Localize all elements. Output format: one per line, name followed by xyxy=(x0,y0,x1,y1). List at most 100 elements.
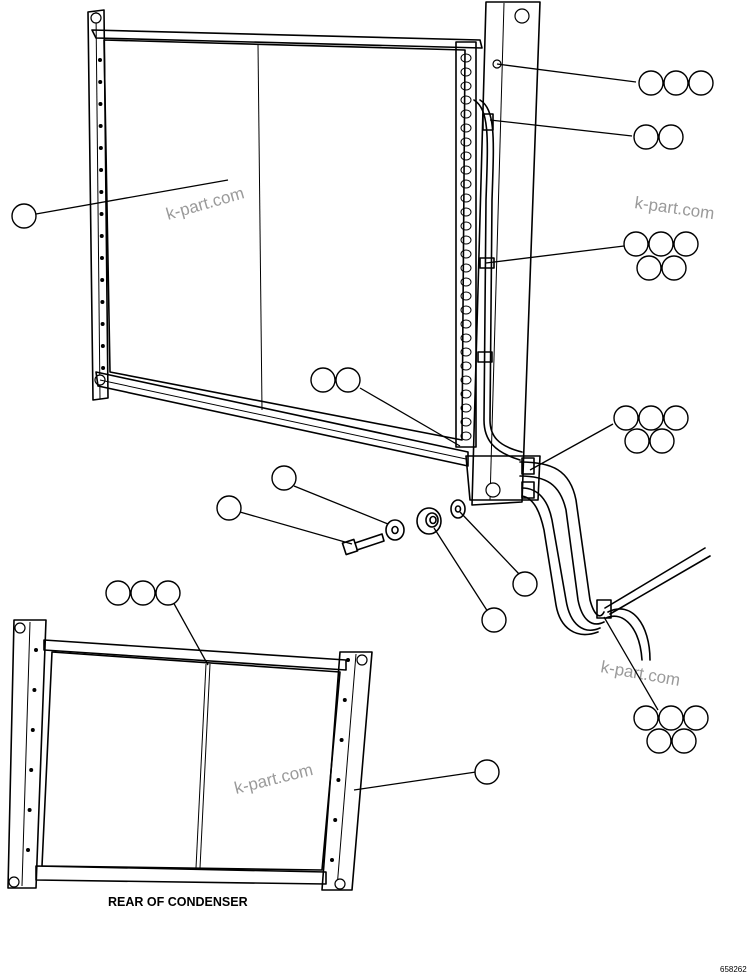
fitting-icon xyxy=(482,113,494,131)
coil-bend-icon xyxy=(460,249,472,259)
condenser-top-rail xyxy=(91,29,483,49)
coil-bend-icon xyxy=(460,375,472,385)
condenser-pipe xyxy=(473,99,521,461)
small-washer-icon xyxy=(450,499,466,519)
coil-bend-icon xyxy=(460,361,472,371)
figure-number: 658262 xyxy=(720,965,747,974)
callout-bubble[interactable] xyxy=(658,124,684,150)
callout-bubble[interactable] xyxy=(661,255,687,281)
callout-group-washer[interactable] xyxy=(512,571,538,597)
callout-bubble[interactable] xyxy=(474,759,500,785)
coil-bend-icon xyxy=(460,291,472,301)
rivet-icon xyxy=(98,58,102,62)
callout-bubble[interactable] xyxy=(613,405,639,431)
coil-bend-icon xyxy=(460,53,472,63)
callout-group-lower-bracket[interactable] xyxy=(310,367,361,393)
coil-bend-icon xyxy=(460,263,472,273)
coil-bend-icon xyxy=(460,431,472,441)
callout-group-bolt[interactable] xyxy=(216,495,242,521)
callout-bubble[interactable] xyxy=(105,580,131,606)
callout-group-top-right[interactable] xyxy=(638,70,714,96)
rear-of-condenser-caption: REAR OF CONDENSER xyxy=(108,895,248,909)
coil-bend-icon xyxy=(460,81,472,91)
mounting-bolt-icon xyxy=(8,876,20,888)
callout-group-washer-small[interactable] xyxy=(271,465,297,491)
condenser-assembly xyxy=(87,1,541,506)
callout-bubble[interactable] xyxy=(512,571,538,597)
callout-bubble[interactable] xyxy=(636,255,662,281)
callout-bubble[interactable] xyxy=(130,580,156,606)
callout-bubble[interactable] xyxy=(624,428,650,454)
mounting-bolt-icon xyxy=(14,622,26,634)
callout-bubble[interactable] xyxy=(638,405,664,431)
callout-bubble[interactable] xyxy=(683,705,709,731)
coil-bend-icon xyxy=(460,151,472,161)
coil-bend-icon xyxy=(460,109,472,119)
callout-bubble[interactable] xyxy=(335,367,361,393)
callout-bubble[interactable] xyxy=(638,70,664,96)
coil-bend-icon xyxy=(460,305,472,315)
condenser-header-tube xyxy=(455,41,477,448)
callout-bubble[interactable] xyxy=(216,495,242,521)
watermark-3: k-part.com xyxy=(599,657,681,690)
coil-bend-icon xyxy=(460,207,472,217)
callout-bubble[interactable] xyxy=(671,728,697,754)
callout-bubble[interactable] xyxy=(658,705,684,731)
rear-core xyxy=(41,651,341,871)
rivet-icon xyxy=(29,768,34,772)
rivet-icon xyxy=(342,698,347,702)
callout-bubble[interactable] xyxy=(623,231,649,257)
callout-bubble[interactable] xyxy=(481,607,507,633)
condenser-left-rail xyxy=(87,9,109,401)
callout-bubble[interactable] xyxy=(271,465,297,491)
callout-group-clips[interactable] xyxy=(623,231,699,281)
callout-group-fitting[interactable] xyxy=(633,124,684,150)
coil-bend-icon xyxy=(460,123,472,133)
callout-bubble[interactable] xyxy=(155,580,181,606)
callout-group-condenser[interactable] xyxy=(11,203,37,229)
rivet-icon xyxy=(330,858,334,862)
callout-bubble[interactable] xyxy=(649,428,675,454)
callout-bubble[interactable] xyxy=(310,367,336,393)
callout-group-seal[interactable] xyxy=(105,580,181,606)
coil-bend-icon xyxy=(460,389,472,399)
coil-bend-icon xyxy=(460,95,472,105)
callout-bubble[interactable] xyxy=(648,231,674,257)
callout-bubble[interactable] xyxy=(633,124,659,150)
callout-bubble[interactable] xyxy=(11,203,37,229)
mounting-bolt-icon xyxy=(514,8,530,24)
coil-bend-icon xyxy=(460,277,472,287)
callout-bubble[interactable] xyxy=(663,405,689,431)
callout-bubble[interactable] xyxy=(673,231,699,257)
callout-group-hose-fittings[interactable] xyxy=(613,405,689,454)
coil-bend-icon xyxy=(460,417,472,427)
nut-icon xyxy=(416,507,442,535)
pipe-clip-icon xyxy=(479,257,495,269)
mounting-bolt-icon xyxy=(356,654,368,666)
coil-bends xyxy=(98,53,472,441)
watermark-4: k-part.com xyxy=(232,760,315,798)
callout-group-pipe-clamp[interactable] xyxy=(633,705,709,754)
callout-bubble[interactable] xyxy=(663,70,689,96)
rivet-icon xyxy=(99,256,104,260)
bolt-icon xyxy=(341,533,385,556)
rivet-icon xyxy=(333,818,338,822)
mounting-bolt-icon xyxy=(90,12,102,24)
refrigerant-hoses xyxy=(519,457,711,661)
condenser-bottom-rail xyxy=(95,371,469,467)
rivet-icon xyxy=(98,102,103,106)
rivet-icon xyxy=(100,344,105,348)
coil-bend-icon xyxy=(460,319,472,329)
rivet-icon xyxy=(34,648,38,652)
callout-bubbles xyxy=(11,70,714,785)
rivet-icon xyxy=(26,848,30,852)
callout-bubble[interactable] xyxy=(688,70,714,96)
callout-bubble[interactable] xyxy=(633,705,659,731)
hose-fitting-icon xyxy=(521,457,535,475)
callout-group-rear-frame[interactable] xyxy=(474,759,500,785)
leader-lines xyxy=(35,63,659,791)
coil-bend-icon xyxy=(460,235,472,245)
callout-group-nut[interactable] xyxy=(481,607,507,633)
callout-bubble[interactable] xyxy=(646,728,672,754)
